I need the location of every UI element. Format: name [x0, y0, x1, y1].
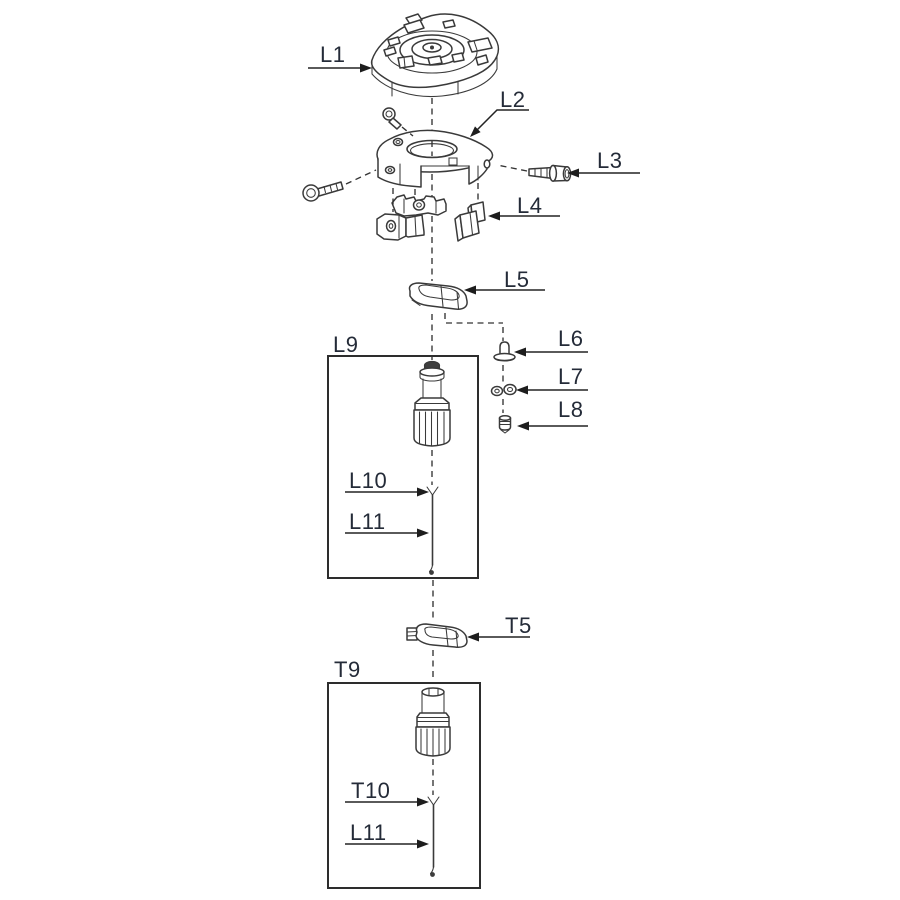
label-l2: L2	[500, 87, 525, 112]
label-l11-bottom: L11	[350, 820, 387, 845]
part-l8-screw	[498, 415, 512, 434]
part-l4-clip	[454, 201, 486, 242]
label-t10: T10	[351, 778, 390, 803]
callout-l4: L4	[488, 193, 560, 221]
callout-l1: L1	[308, 42, 372, 73]
part-left-screw	[302, 181, 344, 202]
label-l1: L1	[320, 42, 345, 67]
label-l8: L8	[558, 397, 583, 422]
part-l9-spool	[413, 360, 451, 447]
label-t5: T5	[505, 613, 532, 638]
group-box-l9	[327, 355, 479, 579]
callout-l2: L2	[470, 87, 529, 137]
part-l7-rings	[490, 383, 517, 397]
label-t9: T9	[334, 657, 361, 682]
callout-l6: L6	[514, 326, 588, 357]
callout-l7: L7	[516, 364, 588, 395]
label-l10: L10	[349, 468, 387, 493]
label-l3: L3	[597, 148, 622, 173]
assembly-axis-dashes	[431, 98, 434, 795]
callout-l3: L3	[567, 148, 640, 178]
part-top-small-screw	[382, 107, 402, 130]
group-box-t9	[327, 682, 481, 889]
callout-t9: T9	[334, 657, 361, 682]
part-l3-screw	[528, 164, 572, 182]
callout-t5: T5	[467, 613, 532, 642]
part-l1-top-cover	[370, 13, 500, 98]
part-l2-housing	[376, 129, 494, 188]
label-l4: L4	[517, 193, 542, 218]
callout-l11: L11	[345, 509, 429, 538]
label-l6: L6	[558, 326, 583, 351]
part-l5-lever	[408, 282, 468, 310]
label-l9: L9	[333, 332, 358, 357]
fastener-guide-dashes	[345, 126, 528, 212]
part-t5-lever	[406, 623, 468, 648]
part-l6-pin	[493, 341, 516, 362]
label-l11: L11	[349, 509, 386, 534]
part-t10-l11-rod	[427, 796, 440, 877]
label-l5: L5	[504, 267, 529, 292]
callout-l11-bottom: L11	[345, 820, 429, 849]
callout-t10: T10	[345, 778, 429, 807]
label-l7: L7	[558, 364, 583, 389]
part-latch-cluster	[376, 194, 447, 241]
part-l10-l11-rod	[426, 486, 439, 575]
branch-guide-dashes	[444, 313, 504, 413]
callout-l8: L8	[517, 397, 588, 431]
callout-l9: L9	[333, 332, 358, 357]
callout-l10: L10	[345, 468, 429, 497]
part-t9-spool	[415, 687, 451, 757]
callout-l5: L5	[464, 267, 545, 295]
